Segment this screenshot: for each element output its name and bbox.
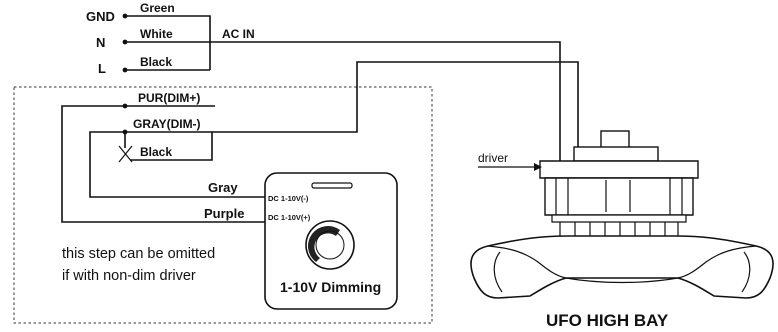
- dimmer-knob-arc: [308, 226, 340, 262]
- note-line-2: if with non-dim driver: [62, 268, 196, 284]
- black-cut-label: Black: [140, 145, 172, 159]
- note-line-1: this step can be omitted: [62, 246, 215, 262]
- l-terminal-label: L: [98, 61, 106, 76]
- gray-dim-label: GRAY(DIM-): [133, 117, 201, 131]
- driver-arrow-head: [534, 163, 542, 171]
- white-wire: [125, 41, 561, 165]
- dc-plus-label: DC 1-10V(+): [268, 213, 311, 222]
- fixture-name: UFO HIGH BAY: [546, 311, 669, 330]
- gnd-terminal-label: GND: [86, 9, 115, 24]
- purple-dim-wire: [61, 105, 265, 223]
- purple-wire-label: Purple: [204, 206, 244, 221]
- optional-dimming-box: [13, 86, 433, 324]
- dimmer-knob-inner: [315, 230, 345, 260]
- green-wire: [125, 15, 211, 70]
- pur-dim-label: PUR(DIM+): [138, 91, 200, 105]
- gray-dim-wire: [89, 131, 265, 198]
- driver-label: driver: [478, 151, 508, 165]
- white-wire-label: White: [140, 27, 173, 41]
- black-wire-label: Black: [140, 55, 172, 69]
- gray-dim-lead: [125, 131, 213, 161]
- ufo-high-bay-fixture: [470, 130, 774, 299]
- ac-in-label: AC IN: [222, 27, 255, 41]
- cut-x-icon: [118, 145, 133, 163]
- dimmer-slot: [311, 182, 353, 189]
- green-wire-label: Green: [140, 1, 175, 15]
- dimmer-title: 1-10V Dimming: [280, 279, 381, 295]
- n-terminal-label: N: [96, 35, 105, 50]
- driver-dim-cable: [212, 61, 579, 165]
- gray-wire-label: Gray: [208, 180, 238, 195]
- dc-minus-label: DC 1-10V(-): [268, 194, 309, 203]
